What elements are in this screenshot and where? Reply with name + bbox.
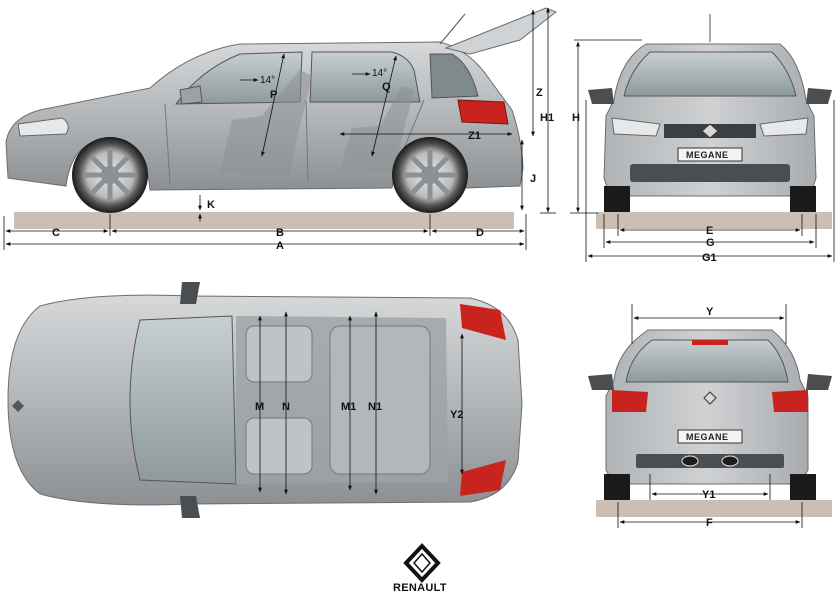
label-z1: Z1	[468, 130, 481, 142]
angle-front-seat: 14°	[260, 75, 275, 86]
front-windshield	[623, 51, 797, 97]
label-h: H	[572, 112, 580, 124]
top-rear-bench	[329, 325, 431, 475]
side-view	[5, 7, 557, 229]
label-n1: N1	[368, 401, 382, 413]
side-ground	[14, 212, 514, 229]
side-dimension-labels: C B D A K J Z H1 Z1 P Q 14° 14°	[52, 68, 554, 252]
rear-view: MEGANE	[588, 329, 832, 517]
top-mirror-right	[180, 496, 200, 518]
rear-ground	[596, 500, 832, 517]
label-y1: Y1	[702, 489, 715, 501]
label-e: E	[706, 225, 713, 237]
top-tail-light-right	[460, 460, 506, 496]
rear-exhaust-right	[721, 455, 739, 467]
label-y2: Y2	[450, 409, 463, 421]
side-headlight	[17, 117, 69, 137]
rear-brake-light	[692, 340, 728, 345]
rear-dimensions	[617, 304, 803, 528]
label-z: Z	[536, 87, 543, 99]
label-j: J	[530, 173, 536, 185]
front-lower-intake	[630, 164, 790, 182]
rear-logo	[703, 391, 717, 405]
top-front-seat-left	[245, 325, 313, 383]
front-dimensions	[570, 39, 835, 262]
angle-rear-seat: 14°	[372, 68, 387, 79]
side-dimensions	[3, 7, 556, 250]
front-mirror-left	[588, 88, 614, 104]
rear-tail-light-left	[612, 390, 648, 412]
label-f: F	[706, 517, 713, 529]
label-d: D	[476, 227, 484, 239]
label-m1: M1	[341, 401, 356, 413]
label-m: M	[255, 401, 264, 413]
side-rear-quarter	[429, 53, 479, 99]
label-n: N	[282, 401, 290, 413]
front-mirror-right	[806, 88, 832, 104]
rear-tire-right	[790, 474, 816, 500]
front-view: MEGANE	[588, 14, 832, 229]
rear-exhaust-left	[681, 455, 699, 467]
side-rear-wheel	[392, 137, 468, 213]
rear-tire-left	[604, 474, 630, 500]
top-view	[7, 282, 523, 518]
top-front-seat-right	[245, 417, 313, 475]
rear-mirror-right	[806, 374, 832, 390]
label-b: B	[276, 227, 284, 239]
rear-dimension-labels: Y Y1 F	[702, 306, 715, 529]
top-windshield	[129, 315, 237, 485]
top-mirror-left	[180, 282, 200, 304]
label-c: C	[52, 227, 60, 239]
front-plate	[677, 147, 743, 162]
front-tire-right	[790, 186, 816, 212]
top-logo	[12, 400, 24, 412]
rear-mirror-left	[588, 374, 614, 390]
renault-diamond-icon	[403, 543, 441, 583]
label-h1: H1	[540, 112, 554, 124]
rear-window	[625, 339, 789, 383]
top-dimension-labels: M N M1 N1 Y2	[255, 401, 463, 421]
side-open-tailgate	[444, 7, 557, 55]
front-logo	[701, 123, 719, 139]
label-g: G	[706, 237, 715, 249]
label-k: K	[207, 199, 215, 211]
top-tail-light-left	[460, 304, 506, 340]
label-p: P	[270, 89, 277, 101]
top-dimensions	[258, 311, 464, 495]
renault-logo: RENAULT	[393, 543, 447, 594]
side-tail-light	[457, 99, 509, 125]
front-ground	[596, 212, 832, 229]
rear-plate-text: MEGANE	[686, 432, 729, 442]
label-y: Y	[706, 306, 714, 318]
side-front-wheel	[72, 137, 148, 213]
rear-diffuser	[636, 454, 784, 468]
side-mirror	[179, 85, 203, 105]
front-tire-left	[604, 186, 630, 212]
front-headlight-left	[611, 117, 661, 137]
rear-tail-light-right	[772, 390, 808, 412]
front-dimension-labels: H E G G1	[572, 112, 717, 264]
label-a: A	[276, 240, 284, 252]
front-headlight-right	[759, 117, 809, 137]
front-plate-text: MEGANE	[686, 150, 729, 160]
label-q: Q	[382, 81, 391, 93]
rear-plate	[677, 429, 743, 444]
brand-name: RENAULT	[393, 582, 447, 594]
label-g1: G1	[702, 252, 717, 264]
